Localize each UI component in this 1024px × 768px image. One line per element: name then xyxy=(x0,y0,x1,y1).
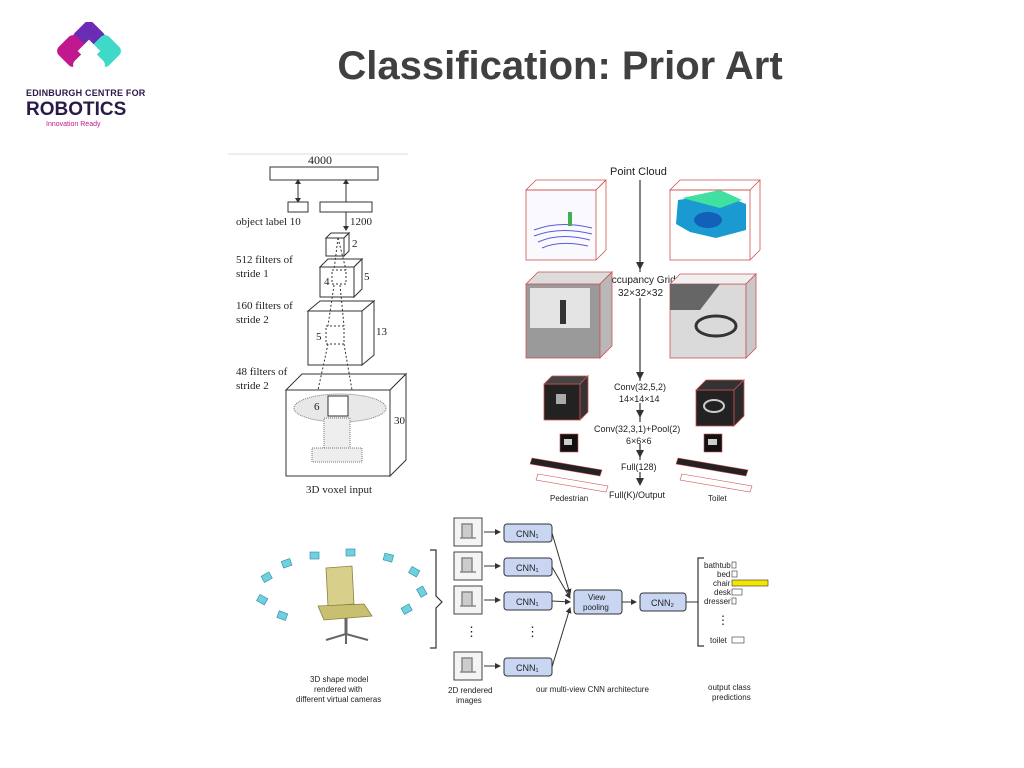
logo-mark-icon xyxy=(57,22,121,81)
toilet-conv2 xyxy=(703,433,723,453)
cnn1-label-4: CNN₁ xyxy=(516,663,539,673)
toilet-occupancy-grid xyxy=(669,273,757,359)
layer1-top-size: 2 xyxy=(352,238,358,250)
voxel-cnn-diagram: 4000 object label 10 1200 2 512 filters … xyxy=(228,153,408,496)
pedestrian-occupancy-grid xyxy=(525,271,613,359)
layer1-label-a: 512 filters of xyxy=(236,254,293,266)
layer2-label-b: stride 2 xyxy=(236,314,269,326)
layer3-size: 30 xyxy=(394,415,406,427)
voxel-input-cube xyxy=(284,343,408,478)
architecture-caption: our multi-view CNN architecture xyxy=(536,685,649,694)
layer3-label-b: stride 2 xyxy=(236,380,269,392)
layer3-kernel: 6 xyxy=(314,401,320,413)
stage-conv2-size: 6×6×6 xyxy=(626,436,652,446)
class-ellipsis: ⋮ xyxy=(717,613,729,627)
stage-point-cloud: Point Cloud xyxy=(610,166,667,178)
view-pooling-label-a: View xyxy=(588,593,605,602)
layer2-cube xyxy=(306,284,376,367)
page-title: Classification: Prior Art xyxy=(337,44,783,88)
chair-score-bar xyxy=(731,579,769,587)
stage-full128: Full(128) xyxy=(621,462,657,472)
stage-conv1: Conv(32,5,2) xyxy=(614,382,666,392)
cnn1-label-2: CNN₁ xyxy=(516,563,539,573)
cnn1-boxes xyxy=(503,523,553,677)
pedestrian-conv2 xyxy=(559,433,579,453)
class-desk: desk xyxy=(714,588,732,597)
fc-value: 1200 xyxy=(350,216,373,228)
layer1-top-cube xyxy=(324,231,351,258)
images-caption-2: images xyxy=(456,696,482,705)
pedestrian-point-cloud xyxy=(525,179,607,261)
cnn2-label: CNN₂ xyxy=(651,598,674,608)
pedestrian-label: Pedestrian xyxy=(550,494,588,503)
output-caption-2: predictions xyxy=(712,693,751,702)
cnn-ellipsis: ⋮ xyxy=(526,624,539,639)
view-pooling-label-b: pooling xyxy=(583,603,609,612)
toilet-label: Toilet xyxy=(708,494,727,503)
toilet-conv1 xyxy=(695,379,745,427)
model-caption-2: rendered with xyxy=(314,685,362,694)
logo-line2: ROBOTICS xyxy=(26,99,127,120)
fc-box xyxy=(319,201,373,213)
layer1-size: 5 xyxy=(364,271,370,283)
cnn1-label-3: CNN₁ xyxy=(516,597,539,607)
mvcnn-diagram: 3D shape model rendered with different v… xyxy=(256,517,769,705)
cnn1-label-1: CNN₁ xyxy=(516,529,539,539)
voxnet-diagram: Point Cloud Occupancy Grid 32×32×32 Conv… xyxy=(525,164,761,503)
layer1-cube xyxy=(318,237,364,299)
logo-line1: EDINBURGH CENTRE FOR xyxy=(26,88,146,98)
pedestrian-fc-bars xyxy=(529,457,609,493)
class-chair: chair xyxy=(713,579,731,588)
layer3-label-a: 48 filters of xyxy=(236,366,288,378)
camera-ring xyxy=(256,548,428,621)
rendered-images xyxy=(453,517,483,681)
stage-occupancy-grid: Occupancy Grid xyxy=(604,275,676,286)
layer1-kernel: 4 xyxy=(324,276,330,288)
toilet-fc-bars xyxy=(675,457,753,493)
class-predictions: bathtub bed chair desk dresser ⋮ toilet xyxy=(704,561,769,645)
model-caption-3: different virtual cameras xyxy=(296,695,381,704)
class-bathtub: bathtub xyxy=(704,561,731,570)
class-dresser: dresser xyxy=(704,597,731,606)
stage-output: Full(K)/Output xyxy=(609,490,666,500)
layer2-label-a: 160 filters of xyxy=(236,300,293,312)
images-ellipsis: ⋮ xyxy=(465,624,478,639)
top-layer-box xyxy=(269,166,379,181)
toilet-point-cloud xyxy=(669,179,761,261)
object-label-text: object label 10 xyxy=(236,216,301,228)
logo-tagline: Innovation Ready xyxy=(46,121,101,128)
class-toilet: toilet xyxy=(710,636,728,645)
layer1-label-b: stride 1 xyxy=(236,268,269,280)
output-caption-1: output class xyxy=(708,683,751,692)
label-box xyxy=(287,201,309,213)
stage-grid-size: 32×32×32 xyxy=(618,288,663,299)
model-caption-1: 3D shape model xyxy=(310,675,368,684)
class-bed: bed xyxy=(717,570,730,579)
ecr-logo xyxy=(22,22,152,132)
layer2-size: 13 xyxy=(376,326,388,338)
stage-conv2: Conv(32,3,1)+Pool(2) xyxy=(594,424,680,434)
top-layer-value: 4000 xyxy=(308,153,332,167)
stage-conv1-size: 14×14×14 xyxy=(619,394,660,404)
images-caption-1: 2D rendered xyxy=(448,686,492,695)
chair-model xyxy=(317,565,373,644)
pedestrian-conv1 xyxy=(543,375,589,421)
layer2-kernel: 5 xyxy=(316,331,322,343)
voxel-input-caption: 3D voxel input xyxy=(306,484,372,496)
